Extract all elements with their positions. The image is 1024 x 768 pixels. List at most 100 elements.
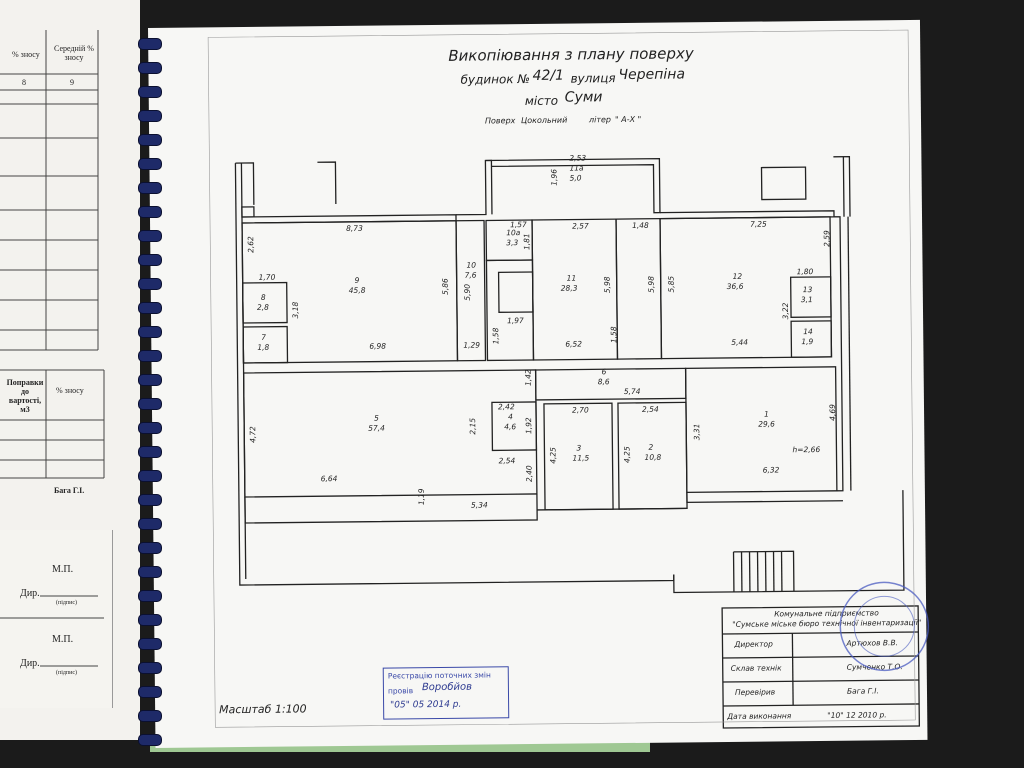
dim-label: 5,44 <box>731 337 749 347</box>
role-director: Директор <box>734 639 773 649</box>
spiral-coil <box>138 470 162 482</box>
room-12-area: 36,6 <box>726 281 744 291</box>
stamp-line2: провів <box>387 686 414 696</box>
dyr-label-2: Дир. <box>20 658 40 669</box>
spiral-coil <box>138 302 162 314</box>
room-1-number: 1 <box>764 409 769 419</box>
value-date: "10" 12 2010 р. <box>827 710 887 720</box>
dim-label: h=2,66 <box>792 444 821 455</box>
room-4-number: 4 <box>508 412 513 422</box>
header-pct: % зносу <box>56 386 84 395</box>
dim-label: 6,98 <box>369 341 387 351</box>
spiral-coil <box>138 590 162 602</box>
spiral-coil <box>138 686 162 698</box>
room-8-number: 8 <box>260 292 266 302</box>
role-technician: Склав технік <box>730 663 782 673</box>
name-checked: Бага Г.І. <box>846 686 879 696</box>
dim-label: 5,98 <box>602 276 612 294</box>
spiral-coil <box>138 566 162 578</box>
dim-label: 2,15 <box>468 417 478 435</box>
spiral-coil <box>138 326 162 338</box>
dim-label: 1,58 <box>491 327 501 345</box>
spiral-coil <box>138 62 162 74</box>
dim-label: 1,48 <box>632 220 649 230</box>
dim-label: 5,90 <box>462 283 472 301</box>
spiral-coil <box>138 518 162 530</box>
spiral-coil <box>138 278 162 290</box>
signature-block-lines <box>0 595 104 667</box>
pidpys-label-1: (підпис) <box>56 600 78 606</box>
dim-label: 2,54 <box>641 404 659 414</box>
room-5-area: 57,4 <box>368 423 385 433</box>
spiral-coil <box>138 158 162 170</box>
dim-label: 7,25 <box>750 219 767 229</box>
dim-label: 6,52 <box>565 339 583 349</box>
spiral-coil <box>138 110 162 122</box>
round-seal <box>839 581 930 672</box>
spiral-coil <box>138 350 162 362</box>
spiral-coil <box>138 206 162 218</box>
scale-label: Масштаб 1:100 <box>219 702 307 717</box>
dim-label: 2,40 <box>524 465 534 483</box>
dim-label: 3,31 <box>692 423 702 441</box>
dim-label: 3,22 <box>780 302 791 320</box>
dim-label: 1,70 <box>258 272 276 282</box>
spiral-coil <box>138 134 162 146</box>
spiral-coil <box>138 614 162 626</box>
stamp-date: "05" 05 2014 р. <box>390 699 462 711</box>
dim-label: 4,72 <box>248 426 258 443</box>
spiral-coil <box>138 230 162 242</box>
room-8-area: 2,8 <box>256 302 269 312</box>
dim-label: 4,25 <box>548 447 558 464</box>
dim-label: 1,80 <box>796 267 814 277</box>
dim-label: 5,34 <box>470 500 488 510</box>
col-number-9: 9 <box>70 78 74 87</box>
dim-label: 2,54 <box>498 456 516 466</box>
room-7-area: 1,8 <box>257 342 270 352</box>
green-cover-strip <box>150 742 650 752</box>
dim-label: 1,42 <box>523 369 533 387</box>
room-12-number: 12 <box>732 271 743 281</box>
room-11a-area: 5,0 <box>569 173 582 183</box>
spiral-binding <box>138 38 164 758</box>
dyr-label-1: Дир. <box>20 588 40 599</box>
spiral-coil <box>138 734 162 746</box>
spiral-coil <box>138 398 162 410</box>
dim-label: 5,85 <box>666 275 676 293</box>
dim-label: 2,70 <box>571 405 589 415</box>
room-10a-number: 10а <box>506 228 521 238</box>
dim-label: 1,58 <box>609 326 619 344</box>
spiral-coil <box>138 254 162 266</box>
spiral-coil <box>138 542 162 554</box>
role-checked: Перевірив <box>734 687 776 697</box>
dim-label: 4,25 <box>622 446 632 464</box>
mp-label-2: М.П. <box>52 634 74 645</box>
floor-plan-drawing <box>207 29 921 729</box>
dim-label: 5,98 <box>646 275 656 293</box>
room-4-area: 4,6 <box>504 422 517 432</box>
dim-label: 8,73 <box>346 223 363 233</box>
room-11-number: 11 <box>566 273 577 283</box>
room-6-number: 6 <box>601 367 607 377</box>
dim-label: 5,74 <box>623 386 641 397</box>
dim-label: 1,96 <box>549 169 559 186</box>
header-pct-snosu: % зносу <box>12 50 40 59</box>
room-3-number: 3 <box>576 443 582 453</box>
dim-label: 4,69 <box>827 404 838 421</box>
room-10-area: 7,6 <box>464 270 477 280</box>
spiral-coil <box>138 374 162 386</box>
previous-page-table-lines <box>0 30 105 479</box>
room-13-area: 3,1 <box>800 295 813 305</box>
dim-label: 1,81 <box>522 233 532 251</box>
mp-label-1: М.П. <box>52 564 74 575</box>
room-14-area: 1,9 <box>801 337 814 347</box>
room-14-number: 14 <box>803 327 813 337</box>
dim-label: 3,18 <box>290 301 301 319</box>
floor-plan-sheet: Викопіювання з плану поверху будинок № 4… <box>148 19 930 748</box>
room-10a-area: 3,3 <box>506 238 519 248</box>
dim-label: 5,86 <box>440 278 450 295</box>
room-2-area: 10,8 <box>644 452 662 462</box>
pidpys-label-2: (підпис) <box>56 670 78 676</box>
spiral-coil <box>138 422 162 434</box>
header-avg-pct: Середній % зносу <box>54 44 94 62</box>
